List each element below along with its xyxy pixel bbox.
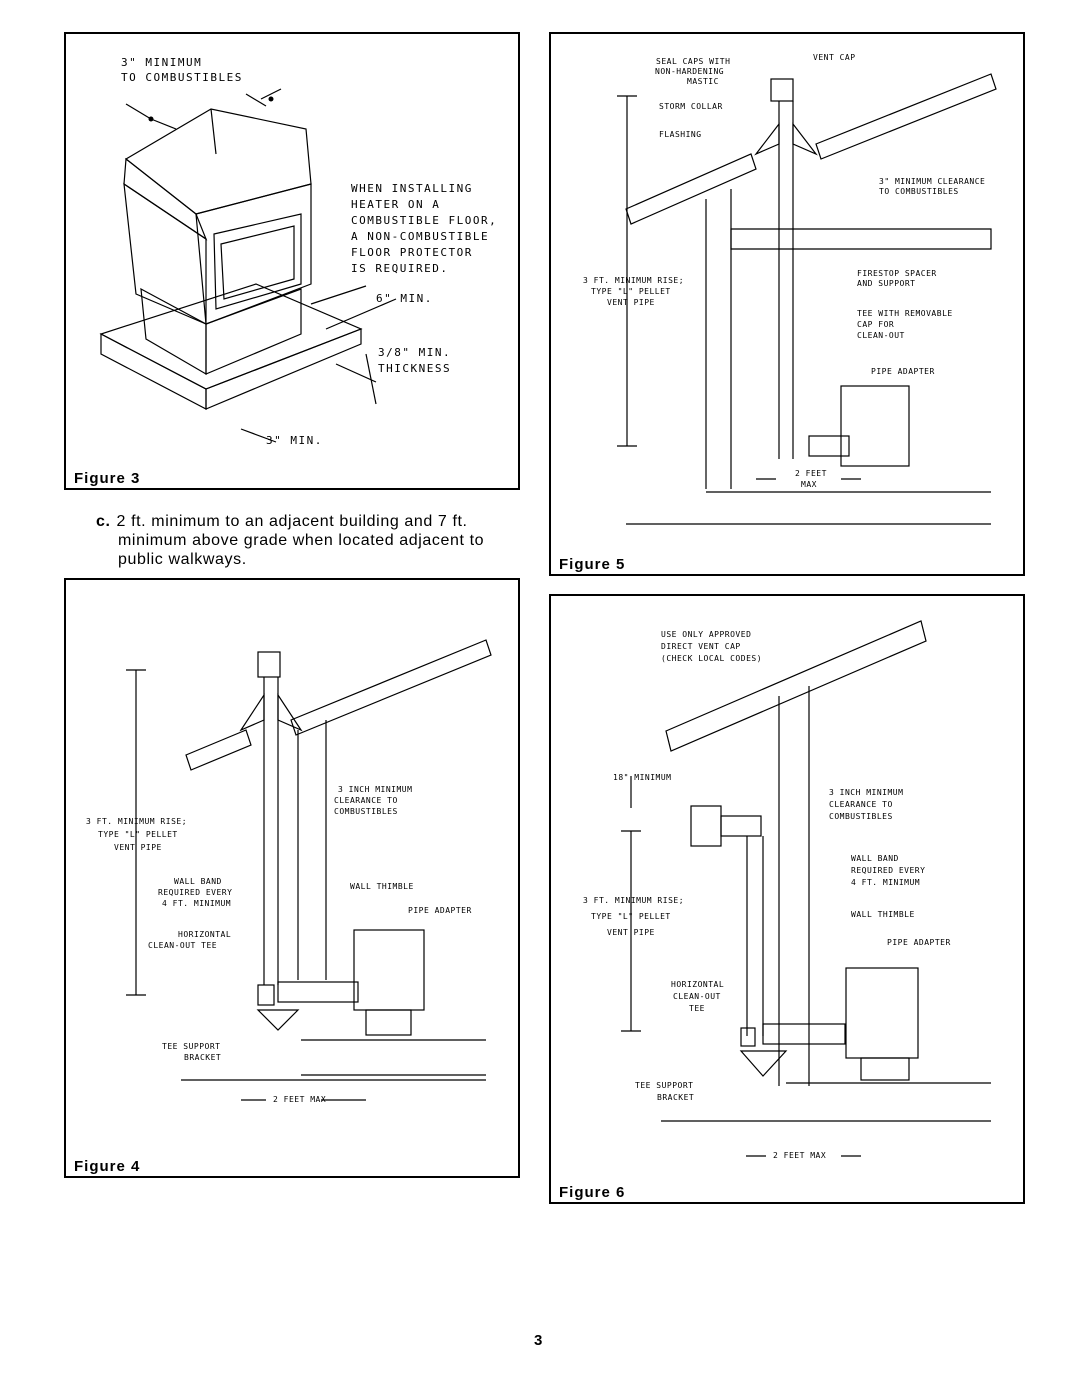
fig4-label: WALL BAND bbox=[174, 877, 222, 886]
fig4-label: CLEAN-OUT TEE bbox=[148, 941, 218, 950]
fig4-label: WALL THIMBLE bbox=[350, 882, 414, 891]
figure-5-drawing bbox=[617, 73, 997, 525]
paragraph-text: minimum above grade when located adjacen… bbox=[118, 532, 485, 549]
fig6-label: HORIZONTAL bbox=[671, 980, 725, 989]
fig6-label: 2 FEET MAX bbox=[773, 1151, 827, 1160]
fig6-label: (CHECK LOCAL CODES) bbox=[661, 654, 763, 663]
fig6-label: USE ONLY APPROVED bbox=[661, 630, 752, 639]
fig5-label: VENT CAP bbox=[813, 53, 856, 62]
paragraph-line-3: public walkways. bbox=[96, 550, 536, 569]
fig6-label: CLEARANCE TO bbox=[829, 800, 893, 809]
fig6-label: WALL THIMBLE bbox=[851, 910, 915, 919]
fig4-label: TYPE "L" PELLET bbox=[98, 830, 178, 839]
fig4-label: 3 FT. MINIMUM RISE; bbox=[86, 817, 188, 826]
fig4-label: HORIZONTAL bbox=[178, 930, 232, 939]
fig5-label: 3 FT. MINIMUM RISE; bbox=[583, 276, 685, 285]
fig3-label: HEATER ON A bbox=[351, 198, 441, 211]
fig4-label: CLEARANCE TO bbox=[334, 796, 398, 805]
fig5-label: FIRESTOP SPACER bbox=[857, 269, 937, 278]
fig5-label: 3" MINIMUM CLEARANCE bbox=[879, 177, 986, 186]
fig5-label: PIPE ADAPTER bbox=[871, 367, 935, 376]
fig4-label: 2 FEET MAX bbox=[273, 1095, 327, 1104]
fig6-label: DIRECT VENT CAP bbox=[661, 642, 741, 651]
fig4-label: REQUIRED EVERY bbox=[158, 888, 233, 897]
fig3-label: THICKNESS bbox=[378, 362, 452, 375]
fig3-label: COMBUSTIBLE FLOOR, bbox=[351, 214, 498, 227]
figure-5-caption: Figure 5 bbox=[559, 556, 626, 573]
fig6-label: CLEAN-OUT bbox=[673, 992, 721, 1001]
fig5-label: 2 FEET bbox=[795, 469, 827, 478]
fig5-label: STORM COLLAR bbox=[659, 102, 723, 111]
fig3-label: A NON-COMBUSTIBLE bbox=[351, 230, 490, 243]
list-marker: c. bbox=[96, 513, 111, 530]
figure-5: SEAL CAPS WITH NON-HARDENING MASTIC VENT… bbox=[549, 32, 1025, 576]
fig3-label: IS REQUIRED. bbox=[351, 262, 449, 275]
fig5-label: CLEAN-OUT bbox=[857, 331, 905, 340]
fig6-label: TEE SUPPORT bbox=[635, 1081, 694, 1090]
fig4-label: BRACKET bbox=[184, 1053, 222, 1062]
fig5-label: CAP FOR bbox=[857, 320, 895, 329]
figure-6-caption: Figure 6 bbox=[559, 1184, 626, 1201]
fig4-label: COMBUSTIBLES bbox=[334, 807, 398, 816]
fig5-label: TO COMBUSTIBLES bbox=[879, 187, 959, 196]
fig3-label: WHEN INSTALLING bbox=[351, 182, 473, 195]
fig3-label: FLOOR PROTECTOR bbox=[351, 246, 473, 259]
figure-4-caption: Figure 4 bbox=[74, 1158, 141, 1175]
page-number: 3 bbox=[534, 1332, 543, 1349]
fig3-label: 3" MIN. bbox=[266, 434, 323, 447]
fig6-label: 3 INCH MINIMUM bbox=[829, 788, 904, 797]
fig6-label: TYPE "L" PELLET bbox=[591, 912, 671, 921]
fig6-label: TEE bbox=[689, 1004, 705, 1013]
fig6-label: BRACKET bbox=[657, 1093, 695, 1102]
fig4-label: 4 FT. MINIMUM bbox=[162, 899, 232, 908]
fig6-label: REQUIRED EVERY bbox=[851, 866, 926, 875]
fig5-label: AND SUPPORT bbox=[857, 279, 916, 288]
fig4-label: 3 INCH MINIMUM bbox=[338, 785, 413, 794]
fig6-label: COMBUSTIBLES bbox=[829, 812, 893, 821]
fig3-label: 3/8" MIN. bbox=[378, 346, 452, 359]
fig5-label: MASTIC bbox=[687, 77, 719, 86]
fig3-label: TO COMBUSTIBLES bbox=[121, 71, 243, 84]
figure-3-drawing bbox=[99, 88, 397, 443]
fig4-label: VENT PIPE bbox=[114, 843, 162, 852]
paragraph-line-1: c. 2 ft. minimum to an adjacent building … bbox=[96, 512, 536, 531]
paragraph-line-2: minimum above grade when located adjacen… bbox=[96, 531, 536, 550]
figure-6-drawing bbox=[621, 620, 991, 1157]
fig6-label: 4 FT. MINIMUM bbox=[851, 878, 921, 887]
clearance-paragraph: c. 2 ft. minimum to an adjacent building … bbox=[96, 512, 536, 569]
fig4-label: PIPE ADAPTER bbox=[408, 906, 472, 915]
fig5-label: SEAL CAPS WITH bbox=[656, 57, 731, 66]
fig6-label: PIPE ADAPTER bbox=[887, 938, 951, 947]
fig6-label: WALL BAND bbox=[851, 854, 899, 863]
fig5-label: VENT PIPE bbox=[607, 298, 655, 307]
figure-3: 3" MINIMUM TO COMBUSTIBLES WHEN INSTALLI… bbox=[64, 32, 520, 490]
fig6-label: VENT PIPE bbox=[607, 928, 655, 937]
figure-4-drawing bbox=[126, 639, 492, 1101]
fig5-label: FLASHING bbox=[659, 130, 702, 139]
fig3-label: 6" MIN. bbox=[376, 292, 433, 305]
fig5-label: NON-HARDENING bbox=[655, 67, 725, 76]
paragraph-text: public walkways. bbox=[118, 551, 247, 568]
paragraph-text: 2 ft. minimum to an adjacent building an… bbox=[116, 513, 468, 530]
fig4-label: TEE SUPPORT bbox=[162, 1042, 221, 1051]
figure-6: USE ONLY APPROVED DIRECT VENT CAP (CHECK… bbox=[549, 594, 1025, 1204]
fig6-label: 3 FT. MINIMUM RISE; bbox=[583, 896, 685, 905]
figure-4: 3 INCH MINIMUM CLEARANCE TO COMBUSTIBLES… bbox=[64, 578, 520, 1178]
fig6-label: 18" MINIMUM bbox=[613, 773, 672, 782]
figure-3-caption: Figure 3 bbox=[74, 470, 141, 487]
fig3-label: 3" MINIMUM bbox=[121, 56, 203, 69]
fig5-label: TEE WITH REMOVABLE bbox=[857, 309, 953, 318]
fig5-label: MAX bbox=[801, 480, 817, 489]
fig5-label: TYPE "L" PELLET bbox=[591, 287, 671, 296]
